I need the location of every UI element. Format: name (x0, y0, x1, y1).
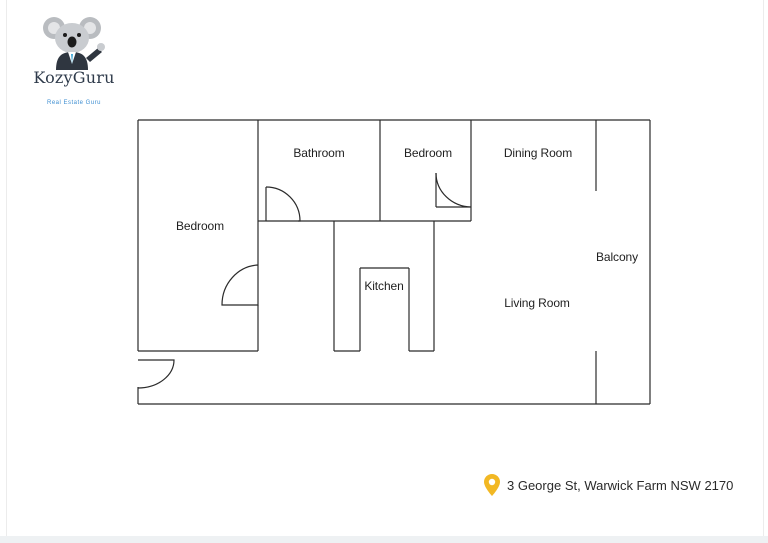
brand-logo: KozyGuru Real Estate Guru (28, 14, 120, 106)
brand-name: KozyGuru (33, 68, 115, 87)
door-swing-center-bedroom (435, 172, 472, 208)
door-swing-entry (137, 359, 175, 389)
room-label-bathroom: Bathroom (293, 146, 345, 160)
room-label-balcony: Balcony (596, 250, 638, 264)
room-label-kitchen: Kitchen (364, 279, 404, 293)
room-label-dining-room: Dining Room (503, 146, 573, 160)
bottom-strip (0, 536, 768, 543)
property-address: 3 George St, Warwick Farm NSW 2170 (484, 473, 733, 497)
door-swing-bathroom (265, 186, 301, 222)
room-label-living-room: Living Room (504, 296, 570, 310)
room-label-bedroom-left: Bedroom (176, 219, 224, 233)
door-swing-bedroom (221, 264, 259, 306)
koala-mascot-icon (43, 17, 105, 70)
room-label-bedroom-center: Bedroom (404, 146, 452, 160)
location-pin-icon (484, 474, 500, 496)
brand-tagline: Real Estate Guru (46, 100, 102, 106)
address-text: 3 George St, Warwick Farm NSW 2170 (507, 477, 734, 493)
